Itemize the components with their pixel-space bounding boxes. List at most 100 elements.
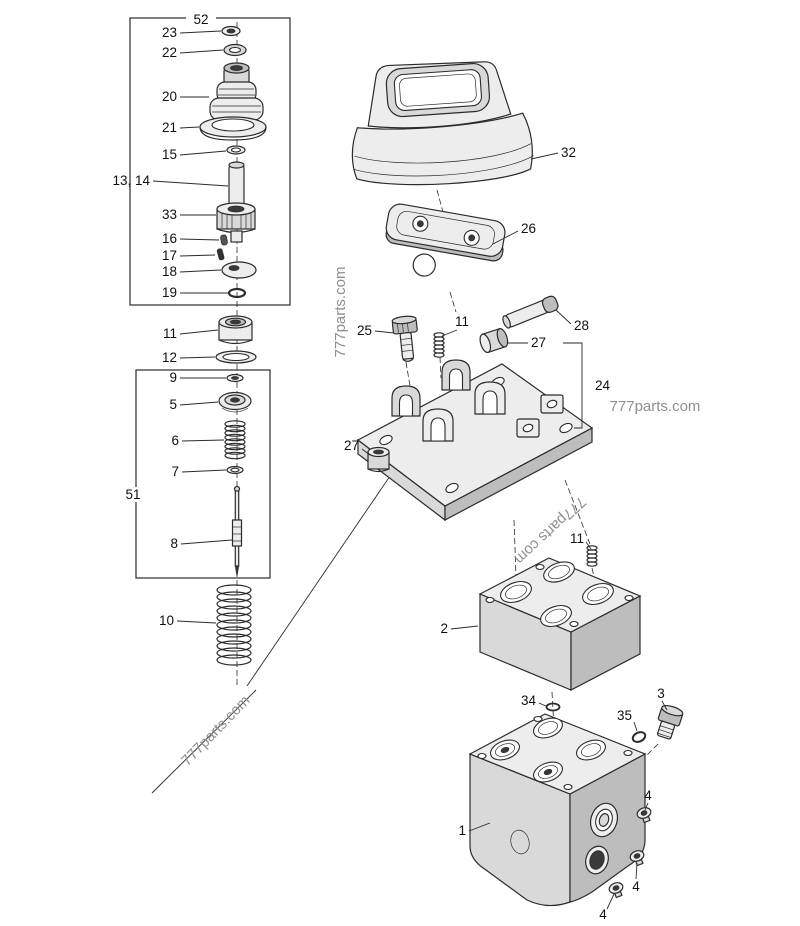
part-12-oring (215, 350, 257, 364)
part-19-oring (227, 287, 247, 299)
label-4a: 4 (644, 788, 652, 803)
label-20: 20 (162, 89, 177, 104)
label-28: 28 (574, 318, 589, 333)
callout-5: 5 (169, 397, 219, 412)
callout-11b: 11 (441, 314, 469, 337)
part-9-washer (226, 373, 244, 383)
label-10: 10 (159, 613, 174, 628)
part-10-spring (216, 584, 252, 666)
label-5: 5 (169, 397, 177, 412)
label-27b: 27 (344, 438, 359, 453)
label-27a: 27 (531, 335, 546, 350)
callout-20: 20 (162, 89, 209, 104)
callout-17: 17 (162, 248, 216, 263)
callout-13-14: 13, 14 (112, 173, 229, 188)
callout-27b: 27 (344, 438, 371, 456)
part-18-disc (221, 261, 257, 279)
part-3-plug (656, 704, 684, 740)
callout-8: 8 (170, 536, 233, 551)
part-34-oring (545, 702, 561, 712)
part-27a-bushing (479, 327, 509, 354)
callout-12: 12 (162, 350, 216, 365)
callout-28: 28 (555, 309, 589, 333)
label-7: 7 (171, 464, 179, 479)
part-27b-bushing (367, 446, 390, 473)
label-26: 26 (521, 221, 536, 236)
callout-25: 25 (357, 323, 395, 338)
callout-2: 2 (440, 621, 479, 636)
label-23: 23 (162, 25, 177, 40)
watermark-right: 777parts.com (610, 398, 701, 415)
callout-52: 52 (193, 12, 208, 27)
callout-19: 19 (162, 285, 228, 300)
label-24: 24 (595, 378, 611, 393)
callout-34: 34 (521, 693, 547, 708)
callout-27a: 27 (508, 335, 546, 350)
kit-box-51 (135, 369, 271, 579)
part-16-pin (220, 234, 228, 246)
callout-16: 16 (162, 231, 220, 246)
part-11b-spring (433, 332, 445, 358)
part-23-washer (221, 25, 241, 37)
callout-23: 23 (162, 25, 222, 40)
label-51: 51 (125, 487, 140, 502)
part-6-spring (224, 420, 246, 460)
callout-21: 21 (162, 120, 200, 135)
part-11c-spring (586, 545, 598, 567)
label-9: 9 (169, 370, 177, 385)
label-21: 21 (162, 120, 177, 135)
label-2: 2 (440, 621, 448, 636)
callout-11c: 11 (570, 531, 592, 550)
part-33-splined-hub (216, 202, 256, 243)
label-33: 33 (162, 207, 177, 222)
part-4b-bolt (629, 850, 645, 867)
label-15: 15 (162, 147, 177, 162)
label-34: 34 (521, 693, 537, 708)
callout-32: 32 (530, 145, 576, 160)
callout-1: 1 (458, 822, 491, 838)
callout-4b: 4 (632, 862, 640, 894)
part-11a-cap (218, 315, 253, 345)
label-13-14: 13, 14 (112, 173, 150, 188)
label-11c: 11 (570, 531, 584, 546)
label-12: 12 (162, 350, 177, 365)
callout-22: 22 (162, 45, 224, 60)
watermark-bottom-diagonal: 777parts.com (178, 692, 253, 769)
label-1: 1 (458, 823, 466, 838)
label-25: 25 (357, 323, 372, 338)
callout-9: 9 (169, 370, 226, 385)
part-5-seat (218, 391, 252, 413)
label-4c: 4 (599, 907, 607, 922)
callout-6: 6 (171, 433, 225, 448)
label-backing-52 (186, 11, 216, 26)
part-17-pin (216, 248, 225, 261)
callout-7: 7 (171, 464, 227, 479)
callout-10: 10 (159, 613, 217, 628)
callout-11a: 11 (163, 326, 219, 341)
callout-51: 51 (125, 487, 140, 502)
callout-4c: 4 (599, 893, 615, 922)
callout-33: 33 (162, 207, 216, 222)
callout-4a: 4 (644, 788, 652, 811)
part-4c-bolt (608, 882, 624, 899)
callout-18: 18 (162, 264, 222, 279)
part-4a-bolt (636, 807, 652, 824)
label-11a: 11 (163, 326, 177, 341)
label-19: 19 (162, 285, 177, 300)
label-6: 6 (171, 433, 179, 448)
part-20-boot-upper (209, 62, 264, 121)
part-13-14-stem (228, 161, 245, 209)
part-21-boot-flange (199, 116, 267, 141)
label-8: 8 (170, 536, 178, 551)
kit-box-52 (129, 17, 291, 306)
label-17: 17 (162, 248, 177, 263)
label-3: 3 (657, 686, 665, 701)
part-32-rubber-boot (351, 61, 534, 186)
part-26-bracket (385, 203, 506, 277)
label-32: 32 (561, 145, 576, 160)
callout-26: 26 (492, 221, 536, 245)
callout-35: 35 (617, 708, 638, 732)
label-backing-51 (119, 487, 147, 502)
